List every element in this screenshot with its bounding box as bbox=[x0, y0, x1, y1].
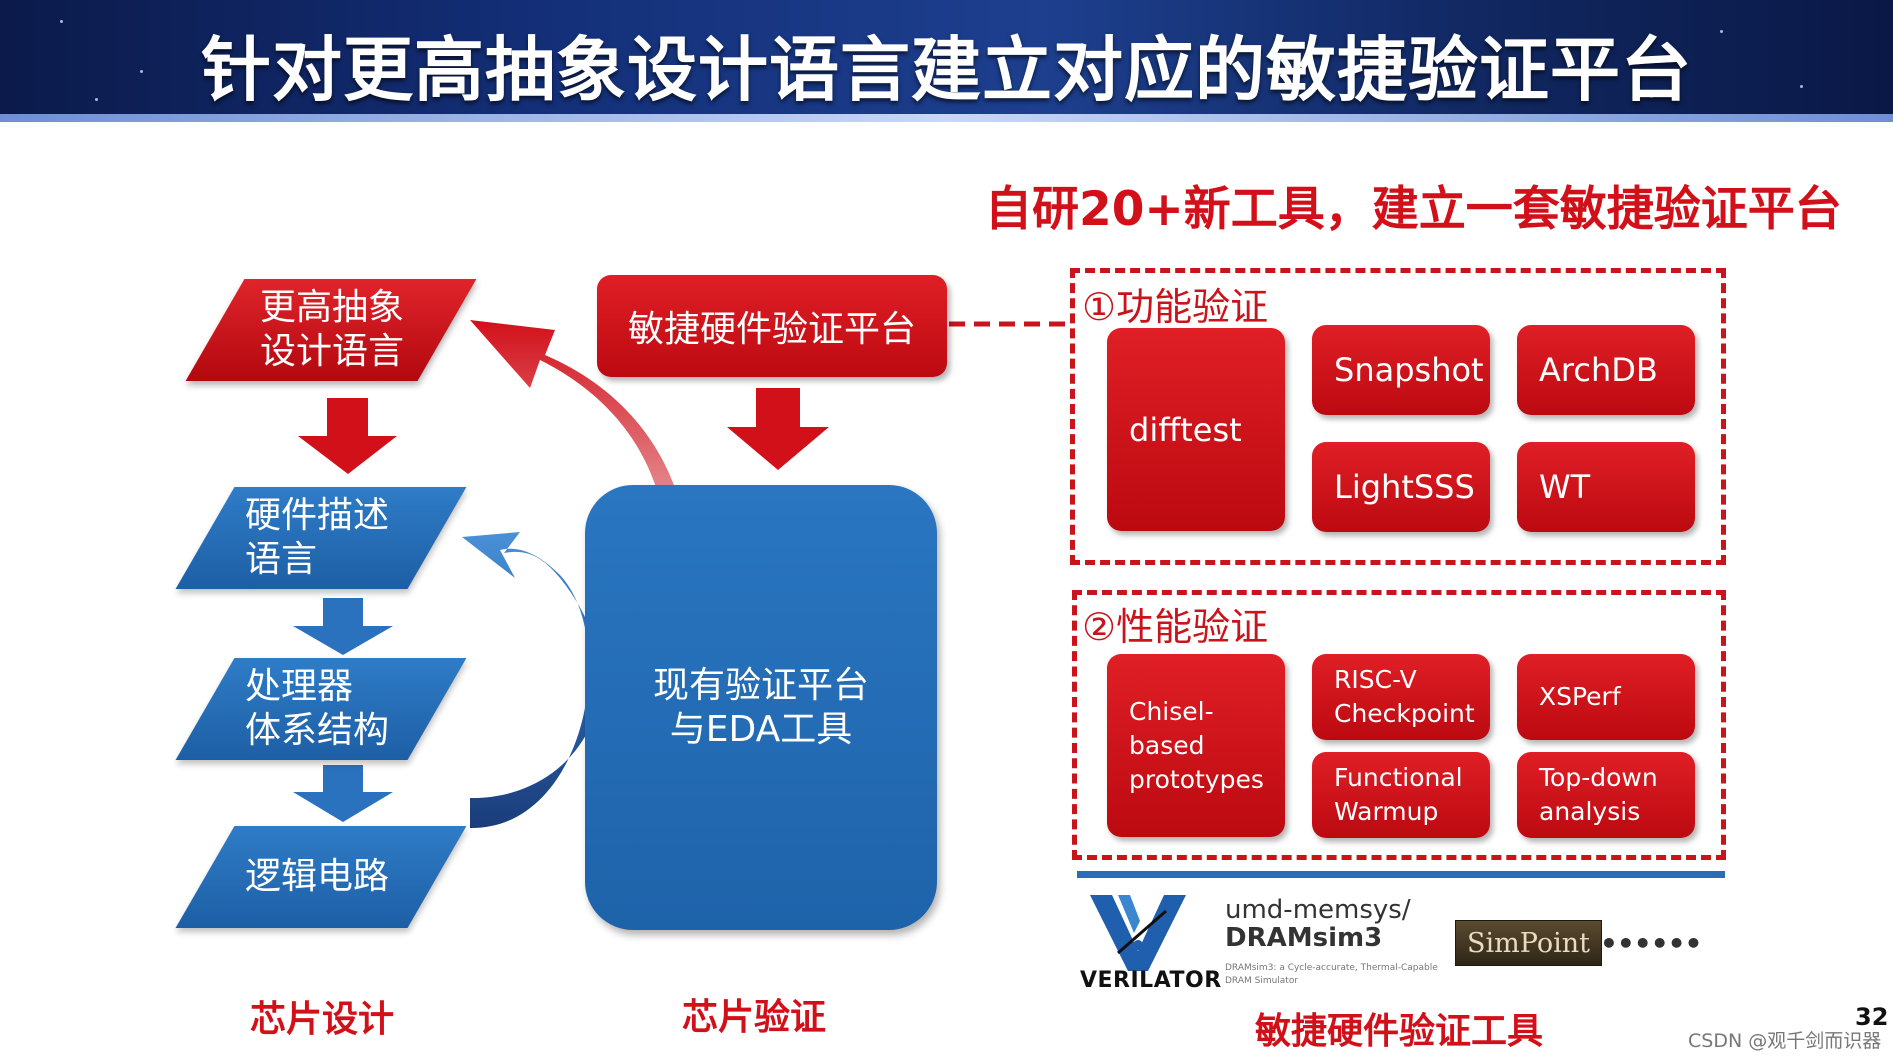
down-arrow-3 bbox=[293, 765, 393, 822]
tile-chisel-line3: prototypes bbox=[1129, 764, 1264, 794]
dramsim-description: DRAMsim3: a Cycle-accurate, Thermal-Capa… bbox=[1225, 963, 1438, 986]
tile-xsperf: XSPerf bbox=[1517, 654, 1695, 740]
architecture-shape: 处理器 体系结构 bbox=[175, 658, 467, 760]
hdl-line1: 硬件描述 bbox=[245, 495, 390, 536]
existing-platform-line2: 与EDA工具 bbox=[669, 708, 853, 750]
architecture-line2: 体系结构 bbox=[245, 710, 390, 751]
tile-chisel-line2: based bbox=[1129, 730, 1205, 760]
tools-divider bbox=[1077, 871, 1725, 878]
architecture-line1: 处理器 bbox=[245, 666, 354, 707]
existing-platform-line1: 现有验证平台 bbox=[652, 664, 869, 706]
tile-wt: WT bbox=[1517, 442, 1695, 532]
agile-platform-box: 敏捷硬件验证平台 bbox=[597, 275, 947, 377]
tile-difftest: difftest bbox=[1107, 328, 1285, 531]
down-arrow-1 bbox=[298, 398, 397, 474]
down-arrow-platform bbox=[727, 388, 829, 470]
banner-glow bbox=[0, 114, 1893, 122]
tile-topdown-line1: Top-down bbox=[1539, 763, 1658, 792]
performance-verification-label: ②性能验证 bbox=[1082, 605, 1269, 649]
csdn-watermark: CSDN @观千剑而识器 bbox=[1688, 1030, 1882, 1052]
chip-verification-label: 芯片验证 bbox=[682, 997, 827, 1038]
tile-chisel-prototypes: Chisel- based prototypes bbox=[1107, 654, 1285, 837]
functional-verification-label: ①功能验证 bbox=[1082, 285, 1269, 329]
performance-verification-box bbox=[1072, 590, 1726, 860]
tile-warmup-line1: Functional bbox=[1334, 763, 1463, 792]
chip-design-label: 芯片设计 bbox=[250, 999, 395, 1040]
tile-riscv-line2: Checkpoint bbox=[1334, 699, 1475, 728]
more-tools-ellipsis: •••••• bbox=[1600, 927, 1702, 960]
tile-archdb: ArchDB bbox=[1517, 325, 1695, 415]
tile-warmup-line2: Warmup bbox=[1334, 797, 1439, 826]
tile-topdown-line2: analysis bbox=[1539, 797, 1641, 826]
slide-title: 针对更高抽象设计语言建立对应的敏捷验证平台 bbox=[201, 29, 1692, 111]
tile-lightsss: LightSSS bbox=[1312, 442, 1490, 532]
tile-xsperf-line1: XSPerf bbox=[1539, 682, 1621, 711]
hdl-line2: 语言 bbox=[245, 539, 318, 580]
logic-circuit-label: 逻辑电路 bbox=[245, 856, 390, 897]
high-level-language-line2: 设计语言 bbox=[260, 331, 405, 372]
verilator-logo-icon bbox=[1090, 895, 1186, 971]
red-curved-arrow bbox=[470, 320, 690, 780]
blue-curved-arrow bbox=[462, 532, 601, 829]
logic-circuit-shape: 逻辑电路 bbox=[175, 826, 467, 928]
simpoint-logo: SimPoint bbox=[1455, 920, 1602, 966]
dramsim-repo: umd-memsys/ bbox=[1225, 895, 1411, 925]
tile-chisel-line1: Chisel- bbox=[1129, 696, 1214, 726]
down-arrow-2 bbox=[293, 598, 393, 655]
tile-snapshot: Snapshot bbox=[1312, 325, 1490, 415]
high-level-language-shape: 更高抽象 设计语言 bbox=[185, 279, 477, 381]
tile-riscv-checkpoint: RISC-V Checkpoint bbox=[1312, 654, 1490, 740]
existing-platform-box: 现有验证平台 与EDA工具 bbox=[585, 485, 937, 930]
tile-functional-warmup: Functional Warmup bbox=[1312, 752, 1490, 838]
high-level-language-line1: 更高抽象 bbox=[260, 287, 405, 328]
verilator-label: VERILATOR bbox=[1080, 968, 1222, 993]
title-banner: 针对更高抽象设计语言建立对应的敏捷验证平台 bbox=[0, 0, 1893, 122]
dramsim-name: DRAMsim3 bbox=[1225, 923, 1383, 953]
page-number: 32 bbox=[1855, 1003, 1889, 1031]
agile-tools-label: 敏捷硬件验证工具 bbox=[1255, 1011, 1544, 1052]
tile-riscv-line1: RISC-V bbox=[1334, 665, 1417, 694]
functional-verification-box bbox=[1070, 268, 1726, 565]
slide-subtitle: 自研20+新工具，建立一套敏捷验证平台 bbox=[985, 182, 1842, 237]
tile-topdown-analysis: Top-down analysis bbox=[1517, 752, 1695, 838]
hdl-shape: 硬件描述 语言 bbox=[175, 487, 467, 589]
